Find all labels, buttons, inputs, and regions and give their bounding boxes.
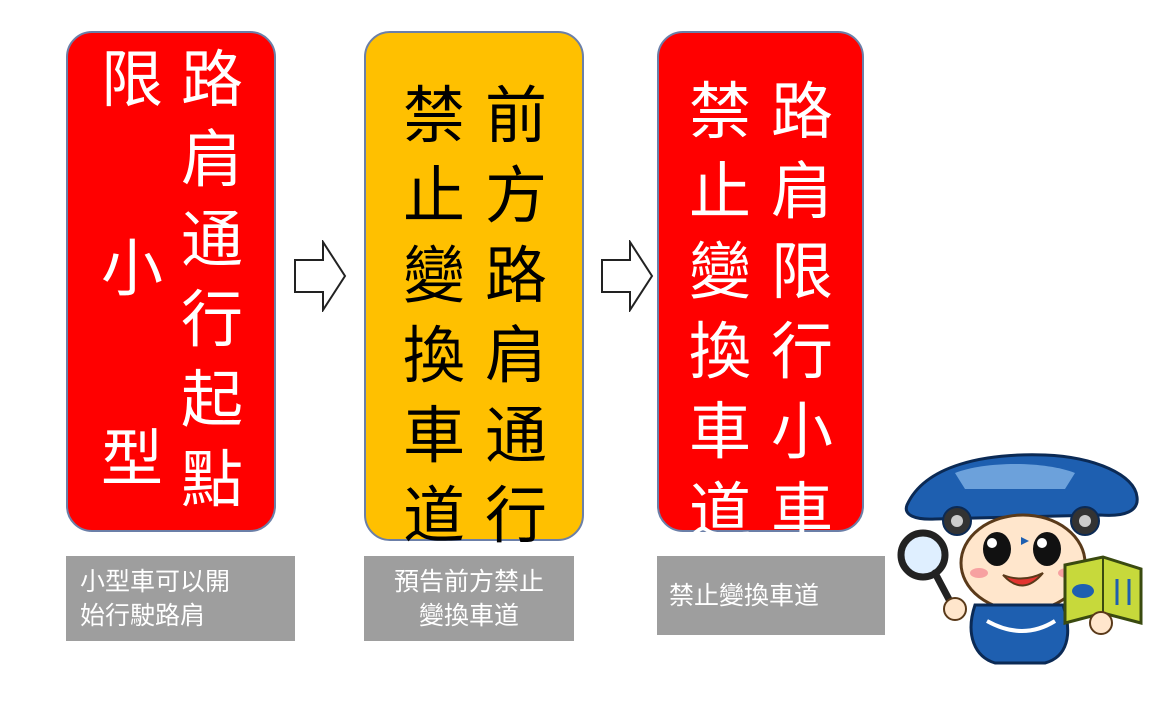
sign-char: 方 xyxy=(484,159,547,232)
sign-char: 行 xyxy=(484,479,547,552)
sign-char: 變 xyxy=(402,239,465,312)
sign-char: 通 xyxy=(180,203,243,276)
sign-char: 禁 xyxy=(402,79,465,152)
sign2-right-column: 前 方 路 肩 通 行 xyxy=(484,76,548,556)
sign3-right-column: 路 肩 限 行 小 車 xyxy=(770,72,834,552)
caption-line: 變換車道 xyxy=(418,600,519,630)
sign-char: 起 xyxy=(180,363,243,436)
sign-char: 車 xyxy=(770,475,833,548)
sign-char: 肩 xyxy=(484,319,547,392)
right-arrow-icon xyxy=(294,240,347,312)
sign1-caption: 小型車可以開 始行駛路肩 xyxy=(66,556,295,641)
sign3-caption: 禁止變換車道 xyxy=(657,556,885,635)
sign-char: 道 xyxy=(402,479,465,552)
sign-shoulder-small-car xyxy=(657,31,864,532)
sign-char: 型 xyxy=(100,421,163,495)
magnifier-icon xyxy=(897,529,967,621)
sign-char: 限 xyxy=(100,43,163,116)
sign-char: 肩 xyxy=(180,123,243,196)
sign2-caption: 預告前方禁止 變換車道 xyxy=(364,556,574,641)
sign2-left-column: 禁 止 變 換 車 道 xyxy=(402,76,466,556)
sign-char: 路 xyxy=(180,43,243,116)
sign-char: 路 xyxy=(484,239,547,312)
caption-line: 禁止變換車道 xyxy=(669,580,820,610)
caption-line: 小型車可以開 xyxy=(80,566,231,596)
sign-char: 止 xyxy=(402,159,465,232)
sign3-left-column: 禁 止 變 換 車 道 xyxy=(688,72,752,552)
sign-char: 止 xyxy=(688,155,751,228)
sign-shoulder-start xyxy=(66,31,276,532)
mascot-detective-icon xyxy=(897,453,1143,665)
sign1-right-column: 路 肩 通 行 起 點 xyxy=(180,40,244,520)
right-arrow-icon xyxy=(601,240,654,312)
caption-line: 預告前方禁止 xyxy=(393,566,544,596)
sign-char: 道 xyxy=(688,475,751,548)
sign-char: 通 xyxy=(484,399,547,472)
sign-char: 前 xyxy=(484,79,547,152)
sign-char: 變 xyxy=(688,235,751,308)
sign-char: 禁 xyxy=(688,75,751,148)
sign-char: 車 xyxy=(688,395,751,468)
sign-char: 路 xyxy=(770,75,833,148)
sign-char: 點 xyxy=(180,443,243,516)
book-icon xyxy=(1063,555,1143,635)
sign-char: 換 xyxy=(688,315,751,388)
sign-char: 行 xyxy=(180,283,243,356)
sign-char: 換 xyxy=(402,319,465,392)
sign-char: 行 xyxy=(770,315,833,388)
caption-line: 始行駛路肩 xyxy=(80,600,206,630)
sign-char: 肩 xyxy=(770,155,833,228)
sign-char: 小 xyxy=(100,232,163,306)
sign-char: 限 xyxy=(770,235,833,308)
sign-char: 車 xyxy=(402,399,465,472)
sign-char: 小 xyxy=(770,395,833,468)
sign-shoulder-ahead xyxy=(364,31,584,541)
